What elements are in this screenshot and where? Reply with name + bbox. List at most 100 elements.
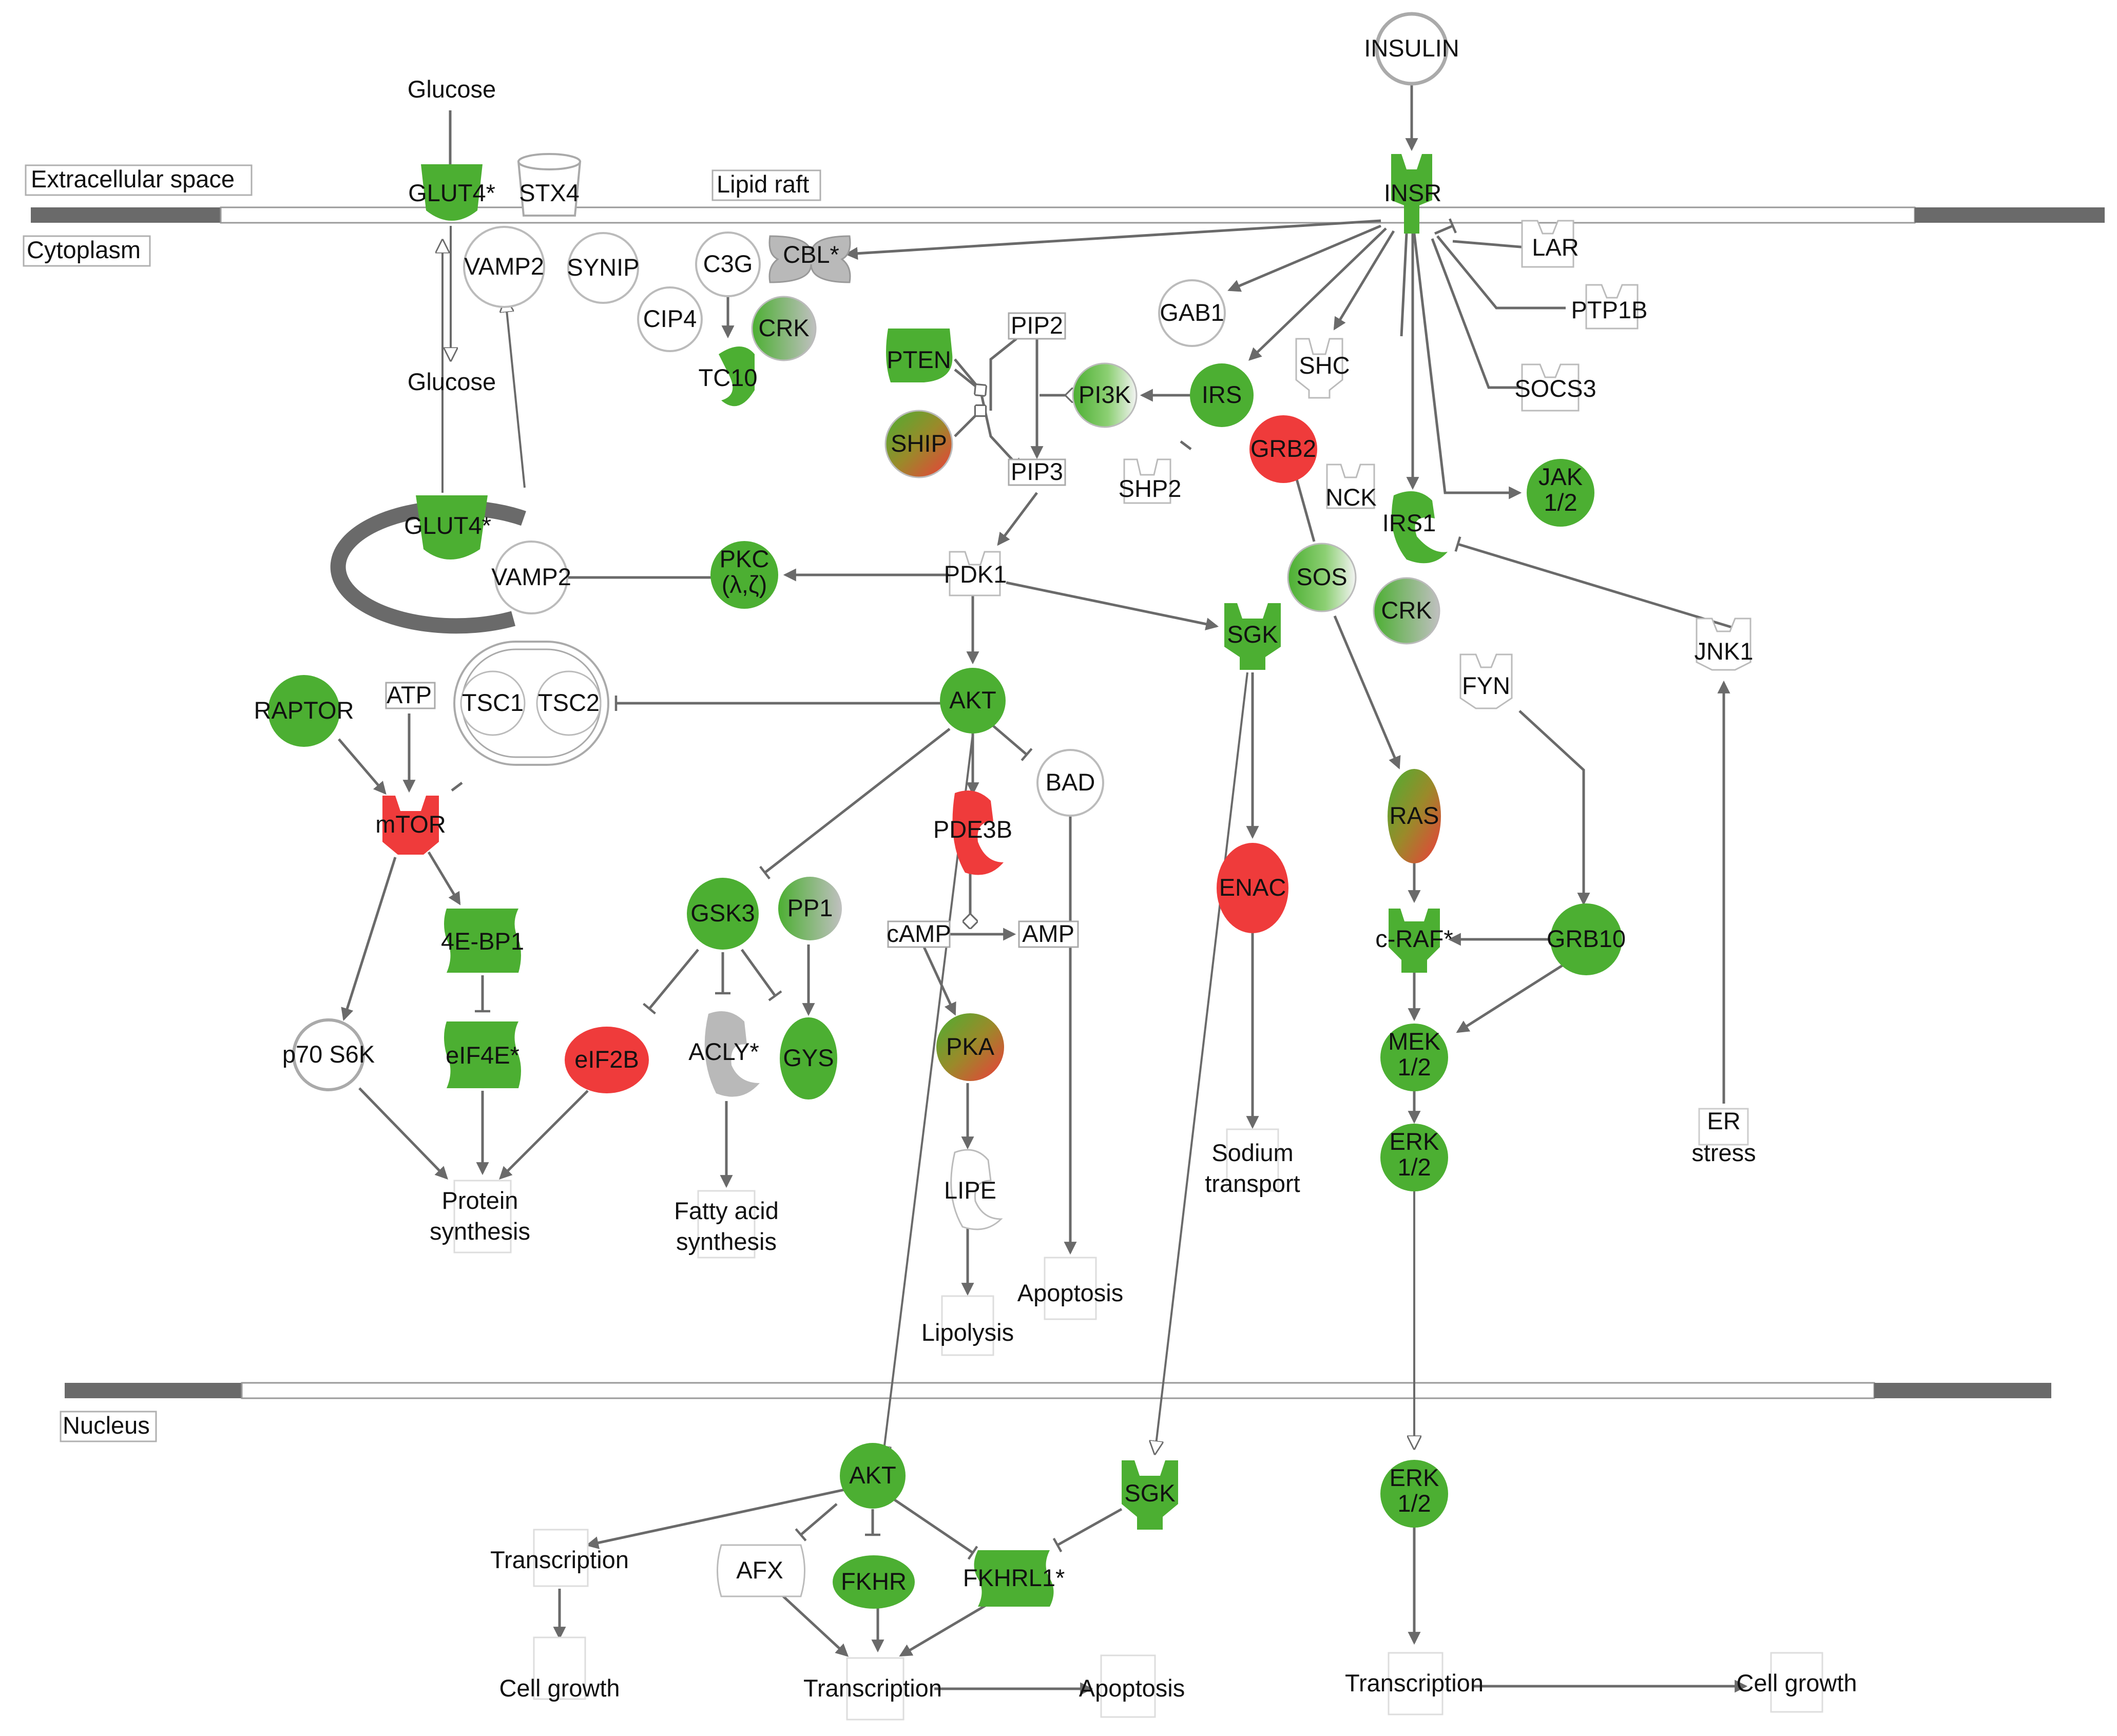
node-camp[interactable]: cAMP [887, 920, 951, 948]
node-pten[interactable]: PTEN [886, 329, 953, 382]
svg-text:JNK1: JNK1 [1695, 638, 1754, 665]
compartment-label-nucleus: Nucleus [60, 1411, 157, 1442]
node-pip2[interactable]: PIP2 [1008, 312, 1066, 340]
node-amp[interactable]: AMP [1018, 920, 1079, 948]
node-cip4[interactable]: CIP4 [637, 286, 703, 352]
node-akt-nucleus[interactable]: AKT [840, 1443, 906, 1509]
node-lipe[interactable]: LIPE [944, 1149, 1003, 1230]
node-bad[interactable]: BAD [1036, 749, 1104, 817]
node-4ebp1[interactable]: 4E-BP1 [441, 909, 524, 973]
svg-text:c-RAF*: c-RAF* [1375, 925, 1453, 952]
node-socs3[interactable]: SOCS3 [1514, 363, 1596, 412]
node-fatty-acid-synthesis[interactable]: Fatty acid synthesis [674, 1190, 779, 1259]
node-apoptosis-cytoplasm[interactable]: Apoptosis [1017, 1257, 1123, 1320]
node-tsc-complex[interactable]: TSC1 TSC2 [453, 641, 609, 766]
node-pip3[interactable]: PIP3 [1008, 458, 1066, 486]
svg-text:STX4: STX4 [519, 179, 580, 206]
compartment-label-cytoplasm: Cytoplasm [23, 235, 151, 267]
node-craf[interactable]: c-RAF* [1375, 909, 1453, 973]
node-jak12[interactable]: JAK 1/2 [1527, 459, 1594, 527]
svg-text:Apoptosis: Apoptosis [1079, 1674, 1185, 1702]
node-grb10[interactable]: GRB10 [1547, 903, 1626, 975]
node-sgk-nucleus[interactable]: SGK [1122, 1460, 1178, 1530]
svg-text:CIP4: CIP4 [643, 305, 697, 332]
svg-text:FKHRL1*: FKHRL1* [963, 1564, 1065, 1591]
svg-text:PIP3: PIP3 [1011, 458, 1063, 485]
node-fkhr[interactable]: FKHR [833, 1555, 915, 1609]
node-vamp2-top[interactable]: VAMP2 [463, 226, 545, 308]
node-eif2b[interactable]: eIF2B [565, 1027, 649, 1093]
node-jnk1[interactable]: JNK1 [1695, 618, 1754, 671]
node-ras[interactable]: RAS [1388, 769, 1441, 863]
node-glucose-cytoplasm[interactable]: Glucose [408, 368, 496, 395]
node-erk12-cytoplasm[interactable]: ERK 1/2 [1380, 1124, 1448, 1191]
node-transcription-left[interactable]: Transcription [490, 1529, 629, 1587]
node-apoptosis-nucleus[interactable]: Apoptosis [1079, 1654, 1185, 1718]
node-lar[interactable]: LAR [1521, 220, 1579, 268]
node-glut4-vesicle[interactable]: GLUT4* [404, 495, 491, 560]
node-fyn[interactable]: FYN [1459, 653, 1513, 709]
node-shp2[interactable]: SHP2 [1119, 458, 1182, 504]
node-stx4[interactable]: STX4 [517, 153, 582, 217]
node-er-stress[interactable]: ER stress [1691, 1107, 1756, 1166]
node-ship[interactable]: SHIP [884, 410, 953, 478]
svg-text:Extracellular space: Extracellular space [31, 165, 235, 192]
node-pp1[interactable]: PP1 [778, 877, 842, 940]
node-grb2[interactable]: GRB2 [1249, 415, 1317, 483]
node-atp[interactable]: ATP [385, 681, 436, 709]
svg-text:TSC2: TSC2 [538, 689, 600, 716]
node-insr[interactable]: INSR [1384, 154, 1441, 234]
node-shc[interactable]: SHC [1295, 338, 1350, 399]
node-mtor[interactable]: mTOR [375, 796, 446, 855]
node-raptor[interactable]: RAPTOR [254, 675, 354, 747]
node-irs1[interactable]: IRS1 [1382, 491, 1448, 564]
node-transcription-right[interactable]: Transcription [1345, 1652, 1484, 1715]
node-gab1[interactable]: GAB1 [1158, 279, 1226, 347]
node-pdk1[interactable]: PDK1 [944, 551, 1007, 596]
svg-text:FKHR: FKHR [841, 1568, 907, 1595]
node-crk-top[interactable]: CRK [751, 296, 817, 361]
node-pka[interactable]: PKA [936, 1013, 1004, 1081]
svg-text:SHC: SHC [1299, 352, 1350, 379]
node-glucose-extracellular[interactable]: Glucose [408, 75, 496, 103]
node-nck[interactable]: NCK [1325, 464, 1377, 511]
svg-text:IRS1: IRS1 [1382, 509, 1436, 536]
node-pkc[interactable]: PKC (λ,ζ) [710, 541, 778, 609]
node-cbl[interactable]: CBL* [768, 235, 851, 283]
node-vamp2-vesicle[interactable]: VAMP2 [491, 541, 571, 614]
node-transcription-middle[interactable]: Transcription [803, 1657, 942, 1721]
svg-text:AKT: AKT [949, 686, 996, 713]
node-mek12[interactable]: MEK 1/2 [1380, 1024, 1448, 1091]
node-ptp1b[interactable]: PTP1B [1571, 284, 1648, 330]
node-akt-cytoplasm[interactable]: AKT [940, 668, 1006, 734]
node-sgk-cytoplasm[interactable]: SGK [1224, 603, 1281, 670]
node-gys[interactable]: GYS [780, 1017, 837, 1100]
node-afx[interactable]: AFX [717, 1544, 805, 1597]
node-fkhrl1[interactable]: FKHRL1* [963, 1550, 1065, 1607]
node-irs[interactable]: IRS [1190, 363, 1254, 427]
node-pi3k[interactable]: PI3K [1072, 362, 1138, 428]
svg-text:1/2: 1/2 [1397, 1153, 1431, 1181]
node-gsk3[interactable]: GSK3 [687, 878, 759, 950]
node-insulin[interactable]: INSULIN [1364, 12, 1459, 86]
node-tc10[interactable]: TC10 [699, 346, 758, 407]
node-cell-growth-right[interactable]: Cell growth [1736, 1652, 1857, 1713]
svg-text:Transcription: Transcription [490, 1546, 629, 1573]
node-synip[interactable]: SYNIP [567, 232, 640, 304]
node-crk-mid[interactable]: CRK [1373, 577, 1440, 645]
node-cell-growth-left[interactable]: Cell growth [499, 1636, 620, 1702]
node-sos[interactable]: SOS [1287, 543, 1357, 612]
svg-text:Transcription: Transcription [1345, 1669, 1484, 1696]
node-acly[interactable]: ACLY* [688, 1011, 760, 1097]
node-enac[interactable]: ENAC [1217, 843, 1288, 933]
node-pde3b[interactable]: PDE3B [933, 790, 1012, 875]
node-c3g[interactable]: C3G [695, 232, 761, 297]
node-glut4-membrane[interactable]: GLUT4* [408, 164, 495, 221]
node-sodium-transport[interactable]: Sodium transport [1205, 1128, 1300, 1197]
node-lipolysis[interactable]: Lipolysis [921, 1295, 1014, 1356]
node-erk12-nucleus[interactable]: ERK 1/2 [1380, 1460, 1448, 1528]
svg-text:MEK: MEK [1388, 1028, 1440, 1055]
node-eif4e[interactable]: eIF4E* [444, 1021, 521, 1088]
node-p70s6k[interactable]: p70 S6K [282, 1018, 375, 1091]
node-protein-synthesis[interactable]: Protein synthesis [430, 1180, 530, 1253]
